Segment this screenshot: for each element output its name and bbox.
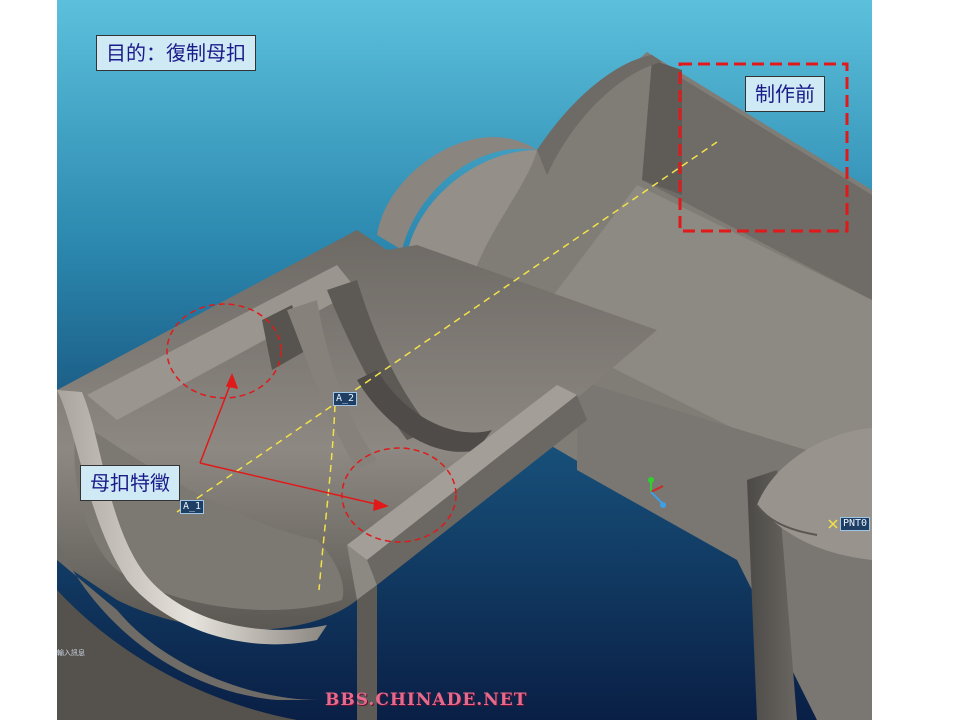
feature-circle-upper (166, 303, 282, 399)
datum-point-tag[interactable]: PNT0 (840, 517, 871, 531)
feature-circle-lower (341, 447, 457, 543)
tube-body (57, 230, 657, 630)
status-hint-text: 輸入訊息 (57, 649, 85, 657)
datum-axis-tag-a2[interactable]: A_2 (333, 392, 358, 406)
datum-axis-tag-a1[interactable]: A_1 (180, 500, 205, 514)
before-highlight-frame (678, 62, 849, 233)
datum-axis-lines (176, 141, 718, 591)
site-watermark: BBS.CHINADE.NET (325, 690, 528, 710)
cad-3d-viewport[interactable]: A_2 A_1 PNT0 輸入訊息 (57, 0, 872, 720)
coordinate-triad-icon (648, 477, 666, 508)
inner-shelf (347, 385, 587, 720)
part-model-canvas[interactable] (57, 0, 872, 720)
feature-label-box: 母扣特徵 (80, 465, 180, 501)
front-flange (57, 390, 327, 720)
feature-leader-arrows (199, 373, 390, 512)
slide-title-box: 目的：復制母扣 (96, 35, 256, 71)
pnt0-marker-icon (828, 519, 838, 529)
before-label-box: 制作前 (745, 76, 825, 112)
housing-block (457, 52, 872, 720)
